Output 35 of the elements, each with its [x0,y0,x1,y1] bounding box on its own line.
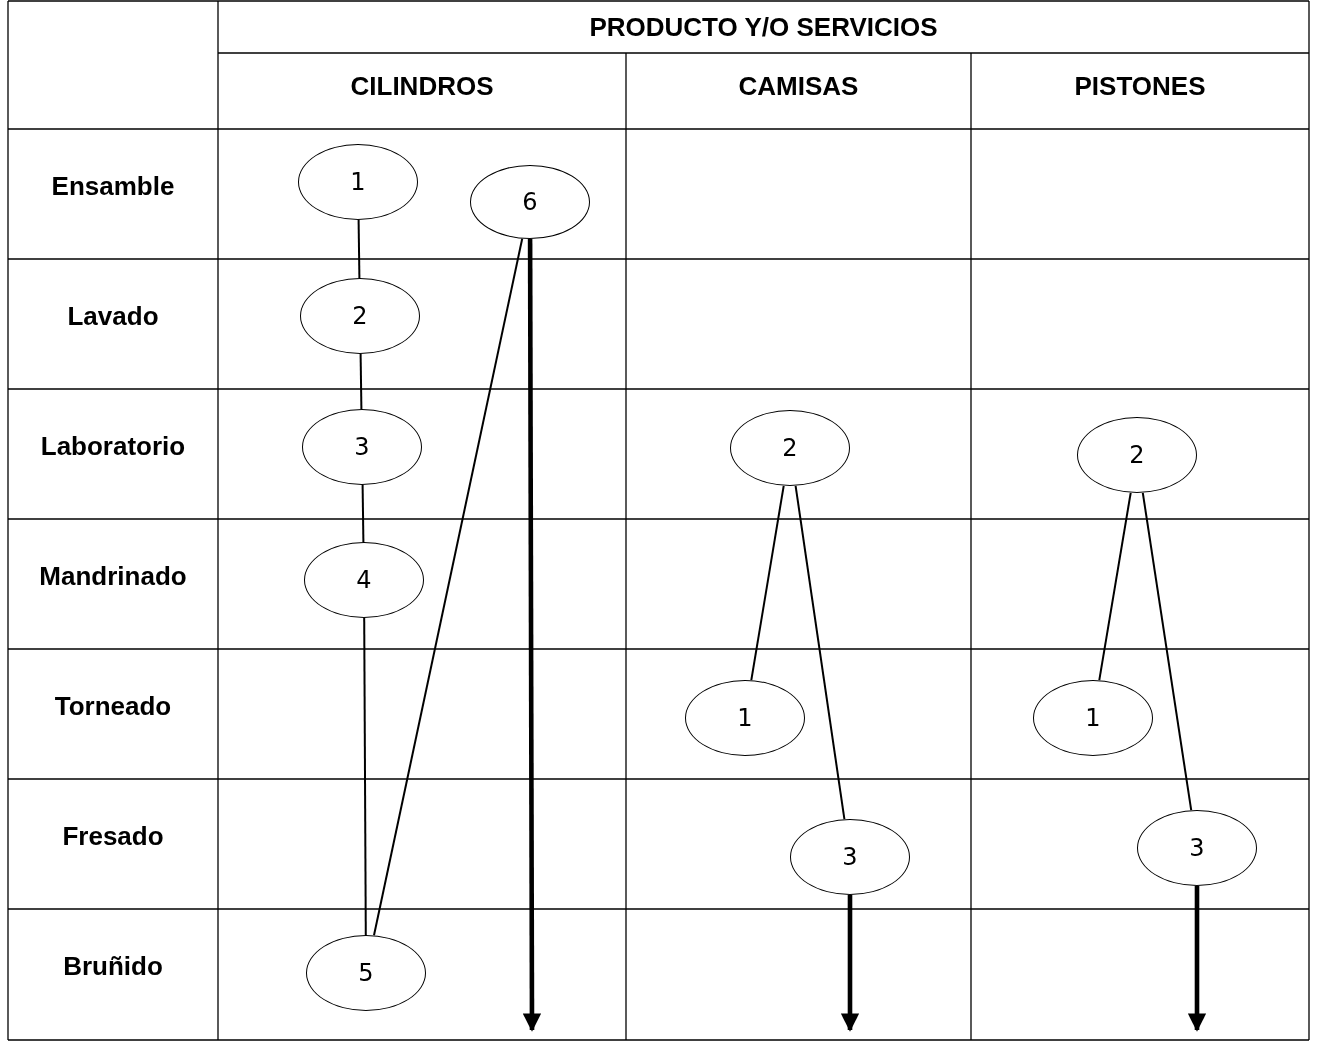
arrow [840,895,860,1032]
step-ellipse: 5 [306,935,426,1011]
row-header: Lavado [67,300,159,332]
row-header: Bruñido [63,951,163,982]
step-ellipse: 2 [730,410,850,486]
connector-line [363,617,367,936]
step-ellipse: 3 [1137,810,1257,886]
arrow [522,239,542,1032]
connector-line [359,353,363,410]
step-ellipse: 4 [304,542,424,618]
step-ellipse: 6 [470,165,590,239]
step-ellipse: 2 [300,278,420,354]
column-header: CAMISAS [738,70,859,102]
row-header: Fresado [62,820,164,852]
row-header: Ensamble [51,170,175,202]
column-group-header: PRODUCTO Y/O SERVICIOS [589,11,938,43]
connector-line [361,484,365,543]
row-header: Torneado [54,690,172,722]
step-ellipse: 1 [1033,680,1153,756]
connector-line [357,219,361,279]
step-ellipse: 2 [1077,417,1197,493]
step-ellipse: 3 [302,409,422,485]
column-header: PISTONES [1074,70,1206,102]
column-header: CILINDROS [350,70,494,102]
step-ellipse: 1 [685,680,805,756]
connector-line [750,484,785,682]
connector-line [373,237,524,937]
row-header: Laboratorio [40,430,186,462]
step-ellipse: 3 [790,819,910,895]
arrow [1187,886,1207,1032]
step-ellipse: 1 [298,144,418,220]
connector-line [1098,491,1132,682]
connector-line [794,484,846,821]
connector-line [1141,491,1193,812]
row-header: Mandrinado [39,560,187,592]
